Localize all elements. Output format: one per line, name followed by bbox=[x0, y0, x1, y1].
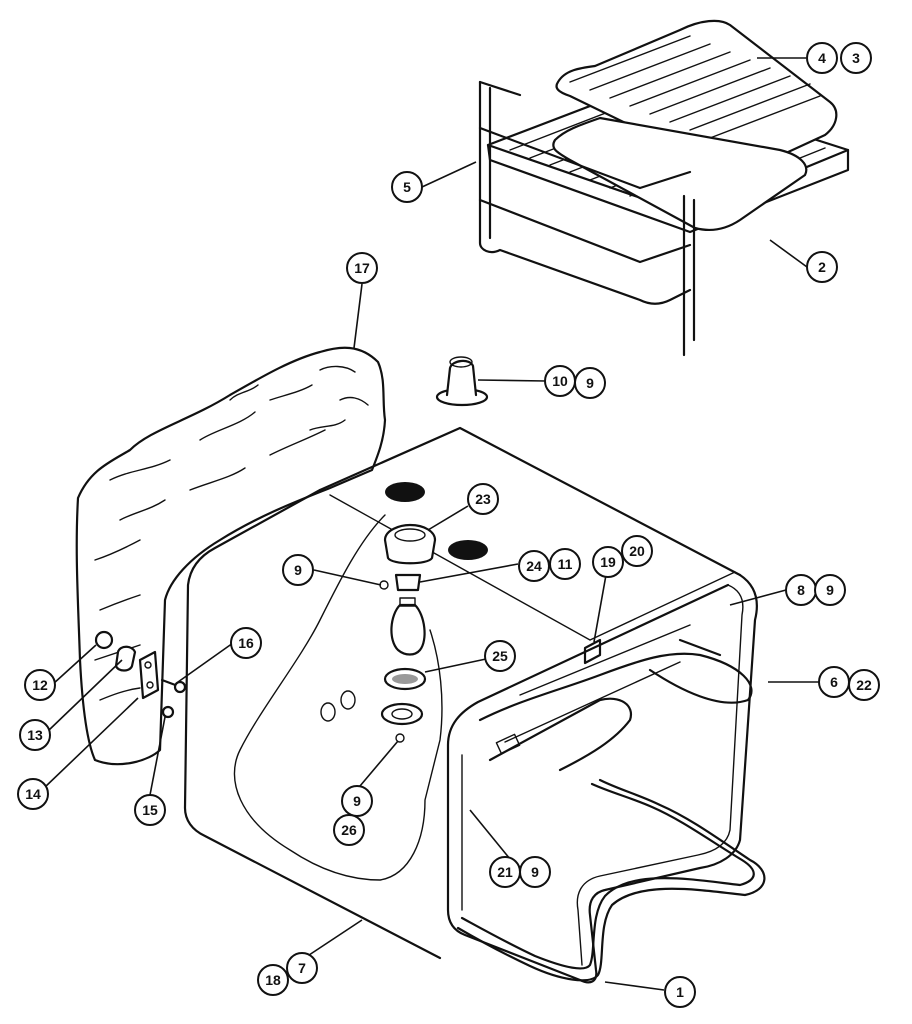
svg-text:9: 9 bbox=[353, 793, 361, 809]
svg-text:17: 17 bbox=[354, 260, 370, 276]
callout-16: 16 bbox=[230, 627, 262, 659]
callout-9-door-cap: 9 bbox=[814, 574, 846, 606]
svg-text:25: 25 bbox=[492, 648, 508, 664]
callout-12: 12 bbox=[24, 669, 56, 701]
callout-11: 11 bbox=[549, 548, 581, 580]
svg-text:8: 8 bbox=[797, 582, 805, 598]
svg-text:7: 7 bbox=[298, 960, 306, 976]
callout-19: 19 bbox=[592, 546, 624, 578]
callout-6: 6 bbox=[818, 666, 850, 698]
callout-2: 2 bbox=[806, 251, 838, 283]
callout-13: 13 bbox=[19, 719, 51, 751]
svg-text:15: 15 bbox=[142, 802, 158, 818]
insulation-blanket bbox=[75, 346, 387, 766]
svg-text:24: 24 bbox=[526, 558, 542, 574]
callout-25: 25 bbox=[484, 640, 516, 672]
callout-24: 24 bbox=[518, 550, 550, 582]
rack-supports bbox=[478, 80, 696, 357]
svg-text:23: 23 bbox=[475, 491, 491, 507]
callout-18: 18 bbox=[257, 964, 289, 996]
svg-text:9: 9 bbox=[586, 375, 594, 391]
callout-7: 7 bbox=[286, 952, 318, 984]
svg-text:14: 14 bbox=[25, 786, 41, 802]
svg-text:22: 22 bbox=[856, 677, 872, 693]
callout-1: 1 bbox=[664, 976, 696, 1008]
bake-element bbox=[456, 778, 766, 982]
callout-22: 22 bbox=[848, 669, 880, 701]
callout-4: 4 bbox=[806, 42, 838, 74]
svg-text:16: 16 bbox=[238, 635, 254, 651]
oven-cavity bbox=[183, 426, 758, 984]
svg-text:21: 21 bbox=[497, 864, 513, 880]
broil-element bbox=[478, 624, 753, 772]
svg-text:9: 9 bbox=[826, 582, 834, 598]
callout-23: 23 bbox=[467, 483, 499, 515]
svg-text:13: 13 bbox=[27, 727, 43, 743]
callout-15: 15 bbox=[134, 794, 166, 826]
svg-text:1: 1 bbox=[676, 984, 684, 1000]
callout-21: 21 bbox=[489, 856, 521, 888]
hinge-parts bbox=[94, 630, 187, 719]
svg-text:2: 2 bbox=[818, 259, 826, 275]
svg-text:12: 12 bbox=[32, 677, 48, 693]
burner-head bbox=[435, 356, 489, 407]
svg-text:19: 19 bbox=[600, 554, 616, 570]
svg-text:9: 9 bbox=[531, 864, 539, 880]
svg-text:4: 4 bbox=[818, 50, 826, 66]
callout-9-bracket: 9 bbox=[519, 856, 551, 888]
callout-5: 5 bbox=[391, 171, 423, 203]
callout-9-burner: 9 bbox=[574, 367, 606, 399]
callout-17: 17 bbox=[346, 252, 378, 284]
svg-text:3: 3 bbox=[852, 50, 860, 66]
svg-text:18: 18 bbox=[265, 972, 281, 988]
callout-9-socket: 9 bbox=[282, 554, 314, 586]
callout-8: 8 bbox=[785, 574, 817, 606]
callout-3: 3 bbox=[840, 42, 872, 74]
light-assembly bbox=[379, 523, 437, 743]
svg-text:9: 9 bbox=[294, 562, 302, 578]
callout-20: 20 bbox=[621, 535, 653, 567]
svg-text:26: 26 bbox=[341, 822, 357, 838]
svg-text:5: 5 bbox=[403, 179, 411, 195]
callout-14: 14 bbox=[17, 778, 49, 810]
callout-26: 26 bbox=[333, 814, 365, 846]
callout-9-lens: 9 bbox=[341, 785, 373, 817]
svg-text:6: 6 bbox=[830, 674, 838, 690]
svg-text:10: 10 bbox=[552, 373, 568, 389]
callouts: 1 2 3 4 5 6 7 8 9 9 9 9 9 10 11 12 13 14… bbox=[17, 42, 880, 1008]
svg-text:20: 20 bbox=[629, 543, 645, 559]
svg-text:11: 11 bbox=[558, 556, 573, 572]
callout-10: 10 bbox=[544, 365, 576, 397]
